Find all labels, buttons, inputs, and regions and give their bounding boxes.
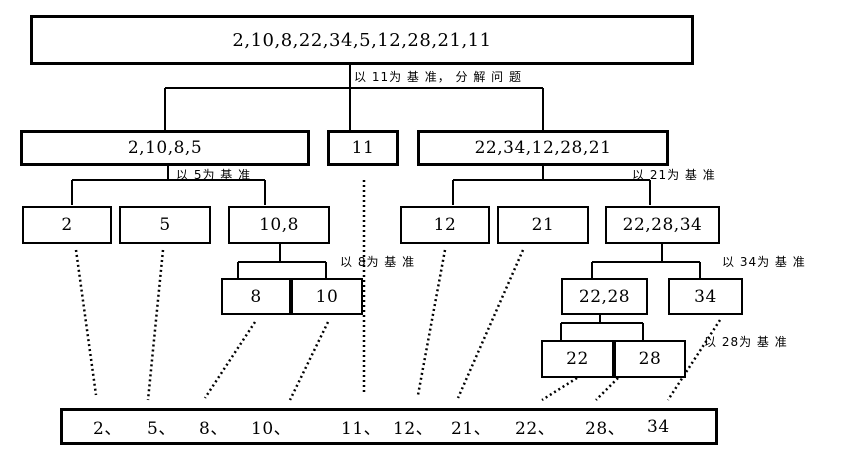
result-item: 12、 xyxy=(393,419,434,439)
note-pivot-28: 以 28为 基 准 xyxy=(704,335,788,349)
dotted-28 xyxy=(595,377,619,401)
right-subarray-box: 22,34,12,28,21 xyxy=(417,130,669,166)
connector-22-28-34 xyxy=(591,244,701,278)
result-item: 34 xyxy=(647,416,670,437)
dotted-2 xyxy=(74,249,98,396)
node-8-box: 8 xyxy=(221,278,291,315)
node-34-box: 34 xyxy=(668,278,743,315)
result-item: 28、 xyxy=(585,419,626,439)
dotted-12 xyxy=(416,249,447,396)
pivot-11-box: 11 xyxy=(327,130,399,166)
connector-right xyxy=(452,165,651,205)
node-22-28-34-box: 22,28,34 xyxy=(605,206,720,244)
result-item: 8、 xyxy=(199,419,228,439)
connector-22-28 xyxy=(560,315,644,340)
note-pivot-34: 以 34为 基 准 xyxy=(722,255,806,269)
left-subarray-box: 2,10,8,5 xyxy=(20,130,310,166)
result-item: 11、 xyxy=(341,419,382,439)
note-pivot-21: 以 21为 基 准 xyxy=(632,168,716,182)
result-item: 22、 xyxy=(515,419,556,439)
note-pivot-11: 以 11为 基 准， 分 解 问 题 xyxy=(354,70,522,84)
node-22-28-box: 22,28 xyxy=(561,278,648,315)
node-10-box: 10 xyxy=(291,278,363,315)
node-22-box: 22 xyxy=(541,340,614,378)
dotted-22 xyxy=(541,376,578,402)
result-item: 10、 xyxy=(251,419,292,439)
node-5-box: 5 xyxy=(119,206,211,244)
dotted-5 xyxy=(146,249,165,401)
node-10-8-box: 10,8 xyxy=(228,206,330,244)
connector-left xyxy=(71,165,266,205)
result-item: 5、 xyxy=(147,419,176,439)
node-2-box: 2 xyxy=(22,206,112,244)
dotted-21 xyxy=(456,249,525,399)
dotted-10 xyxy=(288,321,330,401)
note-pivot-8: 以 8为 基 准 xyxy=(340,255,416,269)
dotted-34 xyxy=(666,319,722,401)
connector-10-8 xyxy=(237,244,327,278)
node-28-box: 28 xyxy=(614,340,686,378)
node-21-box: 21 xyxy=(497,206,589,244)
result-item: 2、 xyxy=(93,419,122,439)
result-item: 21、 xyxy=(451,419,492,439)
root-array-box: 2,10,8,22,34,5,12,28,21,11 xyxy=(30,15,694,65)
connector-root xyxy=(164,65,544,130)
node-12-box: 12 xyxy=(400,206,490,244)
sorted-result-box: 2、 5、 8、 10、 11、 12、 21、 22、 28、 34 xyxy=(60,408,718,445)
note-pivot-5: 以 5为 基 准 xyxy=(176,168,252,182)
dotted-8 xyxy=(203,321,257,399)
